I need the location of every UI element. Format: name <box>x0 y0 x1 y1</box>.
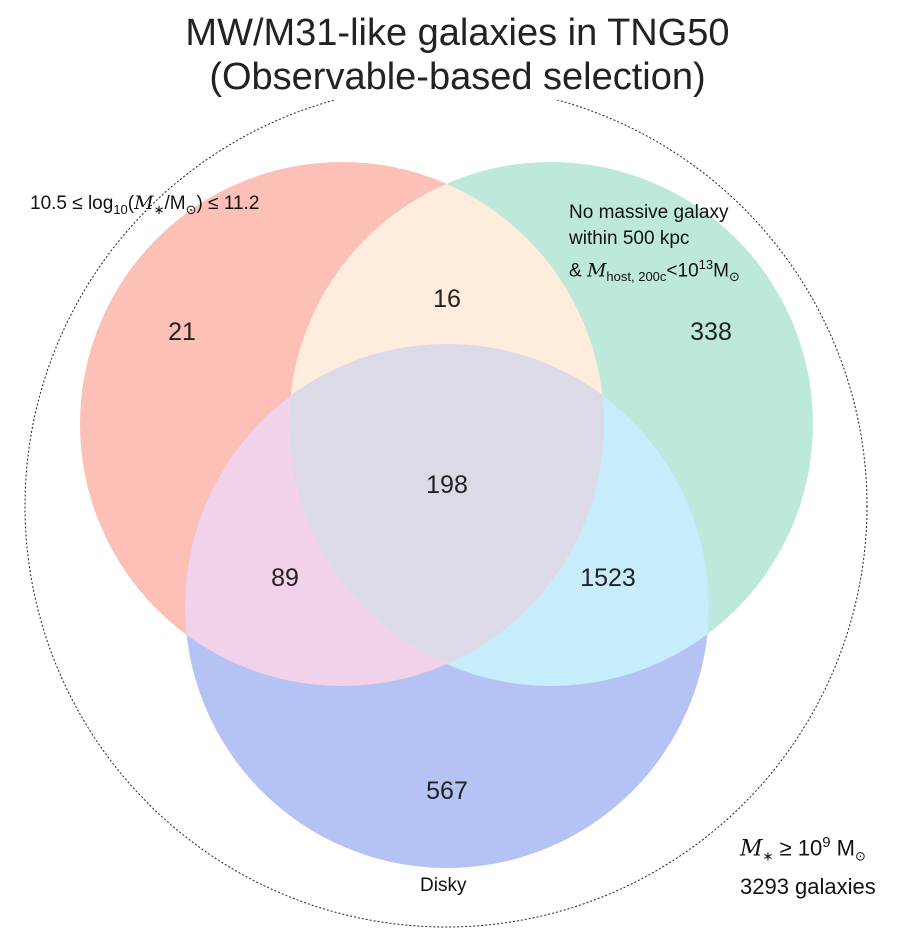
environment-label-line-1: No massive galaxy <box>569 202 729 223</box>
all-three-overlap <box>289 344 604 686</box>
environment-label: No massive galaxy within 500 kpc & Mhost… <box>569 200 740 290</box>
disky-label: Disky <box>420 875 467 896</box>
mass-cut-label: 10.5 ≤ log10(M∗/M⊙) ≤ 11.2 <box>30 192 260 217</box>
environment-label-line-2: within 500 kpc <box>569 228 690 249</box>
environment-label-line-3: & Mhost, 200c<1013M⊙ <box>569 257 740 285</box>
chart-title-line-2: (Observable-based selection) <box>209 56 706 98</box>
chart-title-line-1: MW/M31-like galaxies in TNG50 <box>185 12 730 54</box>
title-backdrop <box>160 0 755 100</box>
parent-population-label: M∗ ≥ 109 M⊙ 3293 galaxies <box>740 828 876 902</box>
count-env-only: 338 <box>690 318 732 346</box>
count-mass-only: 21 <box>168 318 196 346</box>
parent-mass-threshold: M∗ ≥ 109 M⊙ <box>740 834 866 864</box>
count-all-three: 198 <box>426 471 468 499</box>
count-mass-env: 16 <box>433 285 461 313</box>
count-disky-only: 567 <box>426 777 468 805</box>
parent-population-circle <box>24 84 868 928</box>
count-env-disky: 1523 <box>580 564 636 592</box>
count-mass-disky: 89 <box>271 564 299 592</box>
parent-galaxy-count: 3293 galaxies <box>740 873 876 899</box>
